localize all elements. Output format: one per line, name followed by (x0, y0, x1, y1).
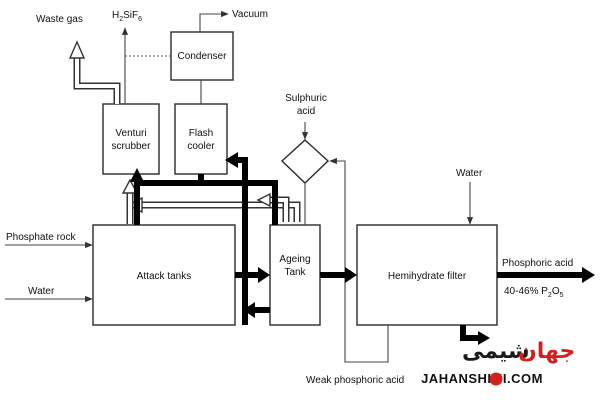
sulphuric-acid-label-1: Sulphuric (285, 93, 327, 104)
phosphate-rock-label: Phosphate rock (6, 232, 76, 243)
ageing-to-filter-arrowhead (345, 267, 357, 283)
jahanshimi-logo: شیمی جهان JAHANSHIMI.COM (421, 339, 575, 386)
waste-gas-label: Waste gas (36, 14, 83, 25)
water-feed-label: Water (28, 286, 55, 297)
venturi-scrubber-box (102, 103, 160, 175)
attack-tanks-box (92, 224, 236, 326)
ageing-tank-label-2: Tank (284, 267, 306, 278)
flash-cooler-label-2: cooler (187, 141, 215, 152)
hemihydrate-filter-label: Hemihydrate filter (388, 271, 467, 282)
flash-cooler-box (174, 103, 228, 175)
sulphuric-acid-label-2: acid (297, 106, 315, 117)
venturi-label-2: scrubber (112, 141, 152, 152)
phosphoric-acid-arrowhead (582, 267, 595, 283)
ageing-to-attack-arrowhead (243, 302, 255, 318)
ageing-tank-label-1: Ageing (279, 254, 310, 265)
logo-url: JAHANSHIMI.COM (421, 371, 543, 386)
condenser-box (170, 31, 234, 81)
filter-cake-line (460, 325, 478, 341)
logo-text-red: جهان (518, 339, 575, 364)
logo-e-circle (489, 372, 503, 386)
vacuum-label: Vacuum (232, 9, 268, 20)
attack-to-ageing-arrowhead (258, 267, 270, 283)
waste-gas-duct (73, 58, 121, 104)
h2sif6-label: H2SiF6 (112, 10, 142, 23)
water-wash-label: Water (456, 168, 483, 179)
filter-cake-arrowhead (478, 331, 490, 345)
waste-gas-arrowhead (68, 40, 86, 59)
flash-cooler-label-1: Flash (189, 128, 213, 139)
sulphuric-acid-mixer (280, 139, 330, 184)
condenser-label: Condenser (178, 51, 228, 62)
slurry-loop-top (134, 180, 278, 225)
concentration-label: 40-46% P2O5 (504, 286, 564, 299)
logo-text-dark: شیمی (462, 339, 530, 364)
vacuum-line (199, 10, 229, 32)
phosphoric-acid-label: Phosphoric acid (502, 258, 573, 269)
ageing-tank-box (269, 224, 321, 326)
flash-cooler-feed-arrowhead (225, 152, 238, 168)
attack-tanks-label: Attack tanks (137, 271, 191, 282)
scrubber-return-arrowhead (130, 168, 144, 182)
weak-acid-label: Weak phosphoric acid (306, 375, 404, 386)
venturi-label-1: Venturi (115, 128, 146, 139)
flash-cooler-feed-line (236, 157, 248, 325)
recycle-slurry-arrowhead-2 (256, 192, 271, 208)
weak-acid-return-line (329, 157, 389, 363)
hemihydrate-filter-box (356, 224, 498, 326)
